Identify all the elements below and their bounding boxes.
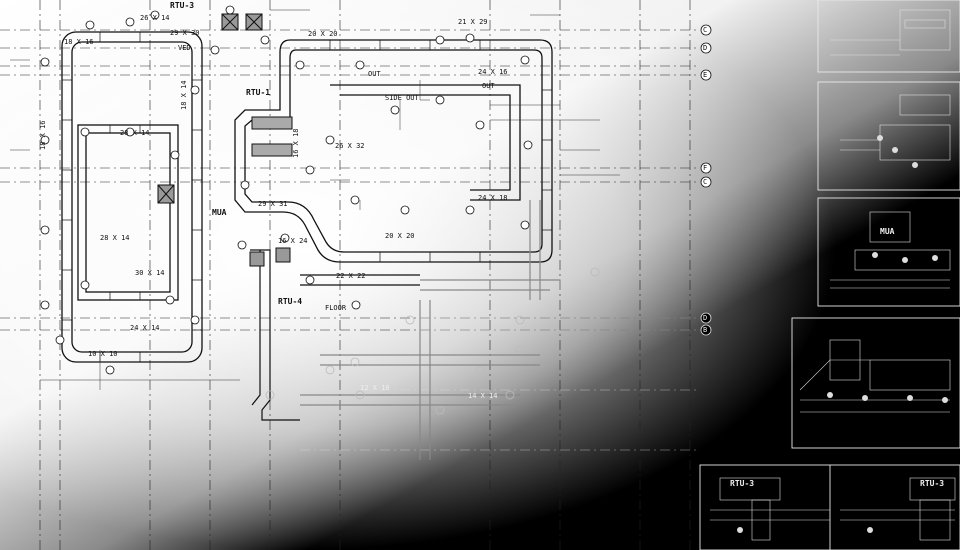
label-rtu1: RTU-1 [246,88,270,97]
duct-label: 24 X 14 [130,324,160,332]
grid-marker: F [703,164,707,172]
label-rtu3-detail-b: RTU-3 [920,479,944,488]
detail-panels [699,0,960,550]
duct-ticks-center [329,40,552,262]
duct-label: 20 X 20 [308,30,338,38]
duct-run-lower [250,249,420,421]
duct-label: 12 X 10 [360,384,390,392]
label-rtu3-detail: RTU-3 [730,479,754,488]
duct-label: 18 X 16 [64,38,94,46]
grid-marker: C [703,178,707,186]
grid-marker: D [703,44,707,52]
detail-circles [737,135,948,533]
duct-loop-center [234,39,553,263]
duct-label: 14 X 14 [468,392,498,400]
grid-marker-circles-dark [700,312,712,336]
duct-label: 16 X 24 [278,237,308,245]
grid-marker: D [703,314,707,322]
duct-label: 10 X 10 [88,350,118,358]
note-side-out: SIDE OUT [385,94,420,102]
grid-marker-circles [700,24,712,188]
duct-label: 18 X 16 [39,120,47,150]
grid-marker: C [703,26,707,34]
label-rtu4: RTU-4 [278,297,302,306]
duct-label: 20 X 20 [385,232,415,240]
duct-run-faded [300,200,561,460]
duct-label: 26 X 32 [335,142,365,150]
duct-ticks-left [62,32,202,362]
duct-label: 29 X 30 [170,29,200,37]
duct-label: 24 X 18 [478,194,508,202]
label-mua: MUA [212,208,227,217]
detail-internals [710,9,956,541]
note-out: OUT [368,70,381,78]
note-floor: FLOOR [325,304,347,312]
grid-marker: B [703,326,707,334]
duct-label: 26 X 14 [140,14,170,22]
duct-label: 22 X 22 [336,272,366,280]
duct-label: 18 X 14 [180,80,188,110]
duct-label: 29 X 31 [258,200,288,208]
duct-label: 30 X 14 [135,269,165,277]
duct-label: 16 X 18 [292,128,300,158]
equipment-units [157,13,293,267]
grid-marker: E [703,71,707,79]
note-out-b: OUT [482,82,495,90]
duct-label: 28 X 14 [100,234,130,242]
grid-lines-light [300,317,700,451]
diffusers-faded [265,267,617,415]
label-mua-detail: MUA [880,227,895,236]
diffusers [40,5,533,375]
duct-label: 21 X 29 [458,18,488,26]
annotation-lines [10,9,620,390]
label-rtu3: RTU-3 [170,1,194,10]
duct-loop-left [61,31,203,363]
duct-label: 28 X 14 [120,129,150,137]
duct-label: 24 X 16 [478,68,508,76]
note-ved: VED [178,44,191,52]
